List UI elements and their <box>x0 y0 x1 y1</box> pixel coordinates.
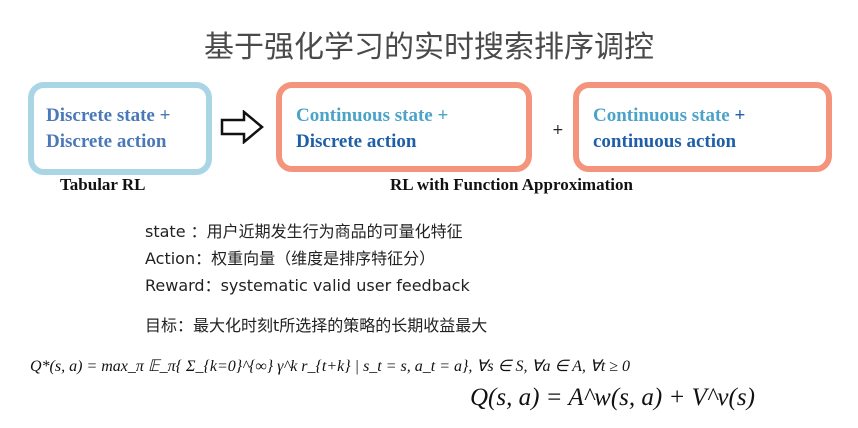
plus-sign: + <box>552 122 564 138</box>
goal-text: 目标：最大化时刻t所选择的策略的长期收益最大 <box>145 316 488 335</box>
formula-q-star: Q*(s, a) = max_π 𝔼_π{ Σ_{k=0}^{∞} γ^k r_… <box>30 356 630 376</box>
box-line: Discrete action <box>296 131 417 152</box>
formula-q-decomposition: Q(s, a) = A^w(s, a) + V^v(s) <box>470 384 755 412</box>
right-arrow-icon <box>220 110 264 144</box>
formula-text: Q*(s, a) = max_π 𝔼_π{ Σ_{k=0}^{∞} γ^k r_… <box>30 358 631 375</box>
continuous-continuous-box: Continuous state + continuous action <box>573 82 832 172</box>
tabular-box: Discrete state + Discrete action <box>28 82 212 175</box>
bullet-state: state ：用户近期发生行为商品的可量化特征 <box>145 222 463 241</box>
box-plus: + <box>734 105 746 126</box>
box-line: Continuous state + <box>296 105 449 126</box>
box-line: continuous action <box>593 131 737 152</box>
bullet-action: Action：权重向量（维度是排序特征分） <box>145 249 436 268</box>
slide-title: 基于强化学习的实时搜索排序调控 <box>204 30 654 65</box>
bullet-reward: Reward：systematic valid user feedback <box>145 276 470 295</box>
formula-text: Q(s, a) = A^w(s, a) + V^v(s) <box>470 384 755 411</box>
continuous-discrete-box: Continuous state + Discrete action <box>276 82 532 172</box>
tabular-label: Tabular RL <box>60 175 146 194</box>
function-approx-label: RL with Function Approximation <box>390 175 633 194</box>
box-line: Discrete state + <box>46 105 171 126</box>
box-line: Discrete action <box>46 131 167 152</box>
box-line: Continuous state <box>593 105 730 126</box>
